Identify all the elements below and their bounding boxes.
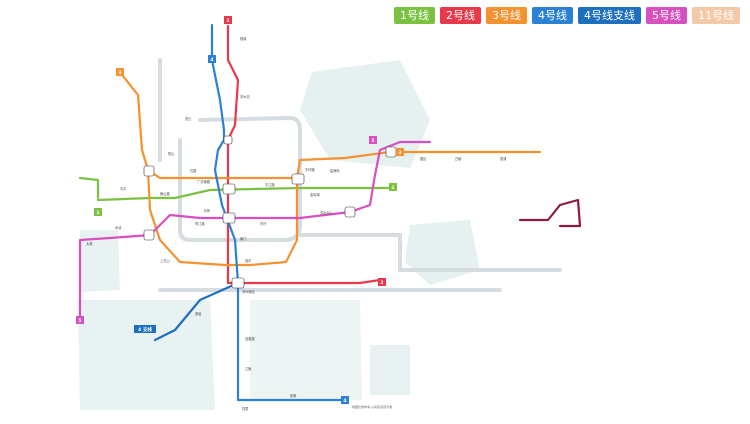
station-label: 迎春路 [245,336,255,341]
line-1-west-spur [78,176,100,200]
svg-text:地图仅供参考 以实际运营为准: 地图仅供参考 以实际运营为准 [352,404,392,409]
line-badges: 2 4 3 3 1 1 5 5 [76,16,404,404]
station-label: 胥江路 [195,221,205,226]
station-label: 东环路 [305,167,315,172]
svg-text:2: 2 [226,18,229,24]
station-label: 园区 [420,156,427,161]
line-5 [78,140,432,322]
line-1 [96,186,394,202]
station-label: 乐桥 [204,208,211,213]
line-11 [518,198,582,228]
water-area [78,60,480,410]
station-interchange-west[interactable] [143,165,155,177]
map-note: 地图仅供参考 以实际运营为准 [352,404,392,409]
station-label: 狮山路 [160,191,170,196]
station-label: 白塘 [455,156,462,161]
legend-chip-line[interactable]: 5号线 [646,7,687,24]
station-interchange-leqiao[interactable] [222,212,236,224]
legend-chip-line[interactable]: 1号线 [394,7,435,24]
lake-northeast [300,60,430,168]
station-interchange-south[interactable] [231,277,245,289]
svg-text:1: 1 [96,210,99,216]
station-interchange-guangji[interactable] [222,183,236,195]
station-label: 太湖 [86,241,92,246]
lake-east [405,220,480,285]
station-labels: 广济南路 乐桥 阳山 东环路 苏州南站 同里 苏州站 石路 星海街 狮山路 太湖… [86,36,507,411]
station-interchange-east[interactable] [291,173,305,185]
legend-chip-line[interactable]: 4号线 [532,7,573,24]
svg-text:3: 3 [118,70,121,76]
badge-line1-west: 1 [94,208,102,216]
svg-text:4: 4 [343,398,346,404]
badge-line5-west: 5 [76,316,84,324]
station-label: 木渎 [115,225,122,230]
line-3-south [146,168,299,267]
ring-roads [158,58,562,292]
svg-text:3: 3 [398,150,401,156]
lake-southwest [78,300,215,410]
lake-southeast [370,345,410,395]
legend-chip-line[interactable]: 11号线 [692,7,740,24]
station-label: 石路 [190,168,197,173]
line-4-branch [153,281,240,342]
badge-line1-east: 1 [389,183,397,191]
legend-chip-line[interactable]: 3号线 [486,7,527,24]
badge-line3-west: 3 [116,68,124,76]
svg-text:4: 4 [210,57,213,63]
station-interchange-southwest[interactable] [143,229,155,241]
badge-line4-branch: 4 支线 [134,325,156,333]
legend-chip-line[interactable]: 2号线 [440,7,481,24]
station-label: 同里 [242,406,249,411]
station-label: 东环 [260,221,266,226]
svg-text:5: 5 [78,318,81,324]
station-label: 莲溪 [195,311,202,316]
badge-line5-east: 5 [369,136,377,144]
badge-line2-north: 2 [224,16,232,24]
line-legend: 1号线 2号线 3号线 4号线 4号线支线 5号线 11号线 [390,4,744,27]
station-label: 吴中 [245,258,251,263]
line-4 [210,23,347,402]
badge-line2-south: 2 [378,278,386,286]
station-interchange-north[interactable] [223,135,233,145]
station-label: 江陵 [245,366,252,371]
station-label: 虎丘 [185,116,192,121]
station-label: 松陵 [290,393,297,398]
badge-line4-north: 4 [208,55,216,63]
station-label: 苏州中心 [320,210,334,215]
station-interchange-east-5[interactable] [344,206,356,218]
station-label: 广济南路 [197,179,211,184]
station-label: 南门 [240,236,246,241]
line-2 [226,24,382,285]
station-label: 上方山 [160,258,170,263]
station-label: 星海街 [330,168,340,173]
station-label: 苏州南站 [242,289,256,294]
station-label: 金鸡湖 [310,192,320,197]
svg-text:1: 1 [391,185,394,191]
ring-road-east [298,233,562,272]
station-label: 胜浦 [500,156,507,161]
svg-text:2: 2 [380,280,383,286]
station-interchange-northeast[interactable] [385,146,397,158]
station-label: 天平 [120,187,127,191]
station-markers [143,135,397,289]
svg-text:4 支线: 4 支线 [138,326,152,333]
station-label: 平江路 [265,182,275,187]
badge-line4-south: 4 [341,396,349,404]
badge-line3-east: 3 [396,148,404,156]
svg-text:5: 5 [371,138,374,144]
station-label: 阳山 [168,151,174,156]
station-label: 苏州站 [240,94,250,99]
legend-chip-line[interactable]: 4号线支线 [578,7,641,24]
lake-south [250,300,362,400]
lake-west [80,230,120,292]
station-label: 相城 [240,36,247,41]
